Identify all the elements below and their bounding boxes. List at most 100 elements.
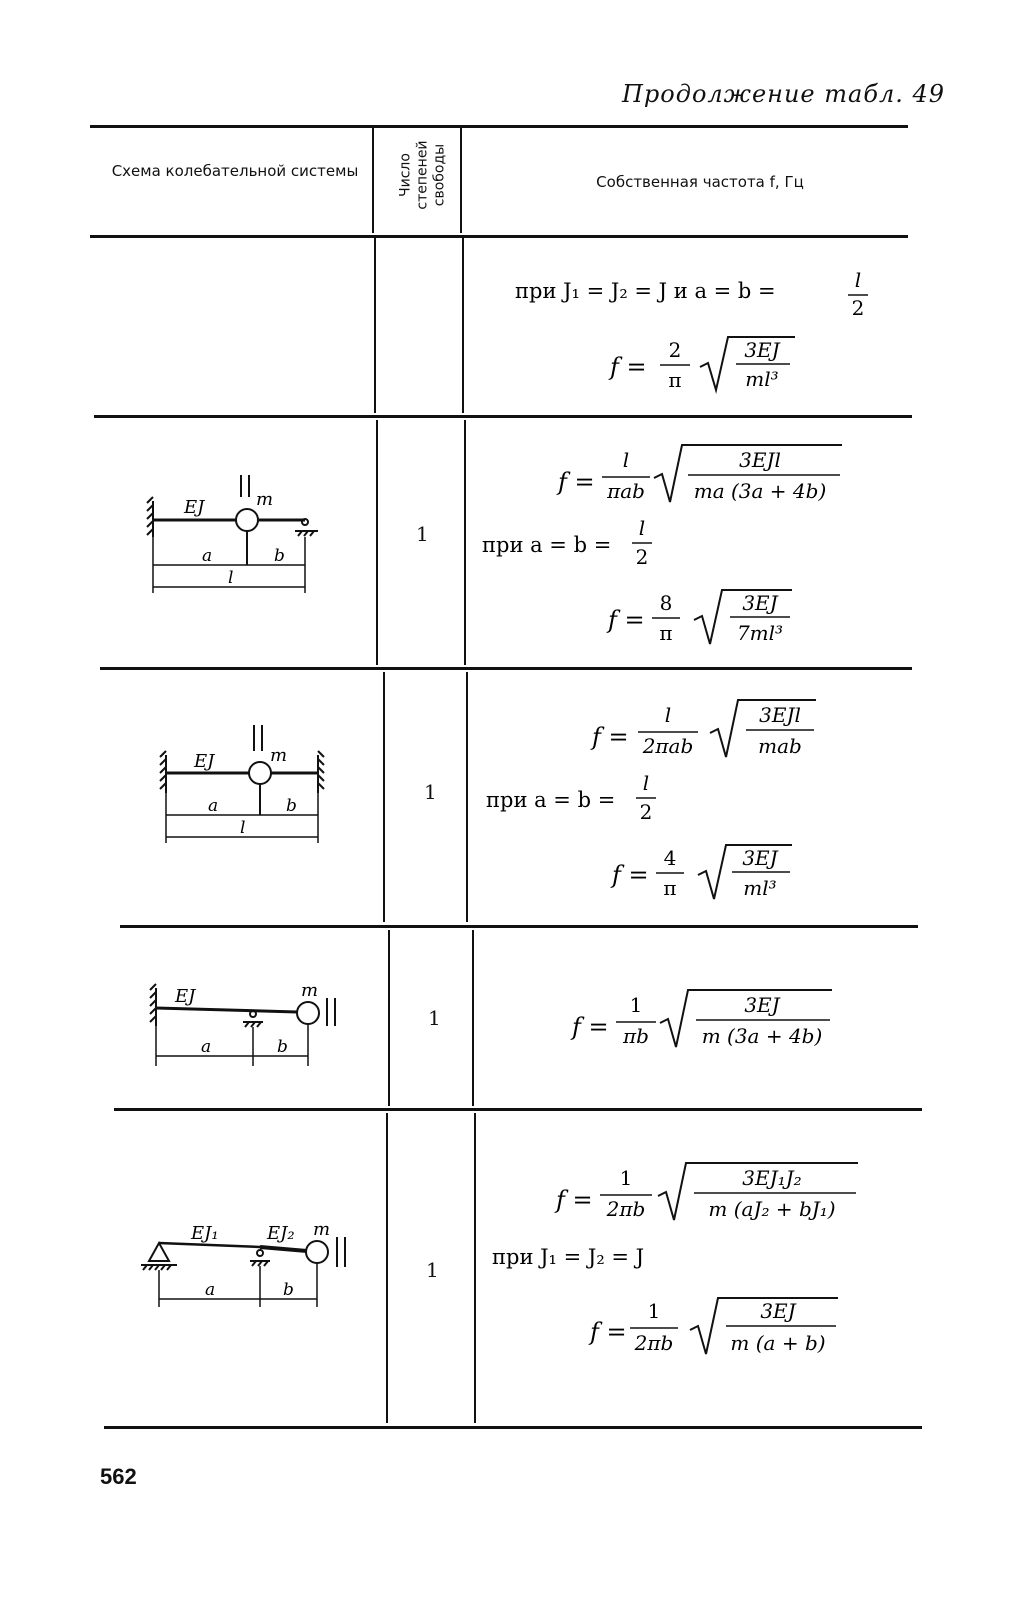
col-divider <box>472 930 474 1106</box>
row4-diagram: EJ₁ EJ₂ m a b <box>141 1219 346 1307</box>
row3-coef-den: πb <box>622 1024 649 1048</box>
col-divider <box>372 128 374 233</box>
row1-ej-label: EJ <box>183 497 206 518</box>
svg-text:f =: f = <box>610 861 649 889</box>
row2-cond-den: 2 <box>640 800 653 824</box>
row2-m-label: m <box>270 745 287 766</box>
row1-l-label: l <box>228 568 233 588</box>
col-divider <box>462 238 464 413</box>
row2-l-label: l <box>240 818 245 838</box>
row2-coef-den: 2πab <box>642 734 694 758</box>
row1-coef-num: l <box>623 448 629 472</box>
row2-rad2-den: ml³ <box>743 876 776 900</box>
row1-coef2-den: π <box>659 621 672 645</box>
row2-rad-den: mab <box>758 734 802 758</box>
header-frequency: Собственная частота f, Гц <box>596 173 804 191</box>
svg-text:f =: f = <box>608 353 647 381</box>
svg-text:f =: f = <box>554 1186 593 1214</box>
row4-coef-den: 2πb <box>606 1197 646 1221</box>
row4-condition: при J₁ = J₂ = J <box>492 1245 644 1269</box>
row1-a-label: a <box>202 546 212 566</box>
row2-rad-num: 3EJl <box>759 703 801 727</box>
row3-m-label: m <box>301 980 318 1001</box>
row0-rad-num: 3EJ <box>744 338 780 362</box>
row3-formulas: f = 1 πb 3EJ m (3a + 4b) <box>570 989 832 1048</box>
continuation-caption: Продолжение табл. 49 <box>622 80 946 108</box>
row0-coef-num: 2 <box>669 338 682 362</box>
row3-coef-num: 1 <box>630 993 643 1017</box>
row1-cond-num: l <box>639 516 645 540</box>
row1-cond-den: 2 <box>636 545 649 569</box>
col-divider <box>474 1113 476 1423</box>
row1-rad2-den: 7ml³ <box>737 621 783 645</box>
row3-dof: 1 <box>428 1006 441 1030</box>
row4-coef-num: 1 <box>620 1166 633 1190</box>
row1-diagram: EJ m a b l <box>146 475 318 593</box>
row3-rad-num: 3EJ <box>744 993 780 1017</box>
row2-coef2-num: 4 <box>664 846 677 870</box>
svg-text:f =: f = <box>606 606 645 634</box>
col-divider <box>460 128 462 233</box>
page-number: 562 <box>100 1464 137 1489</box>
row1-rad-num: 3EJl <box>739 448 781 472</box>
row2-rad2-num: 3EJ <box>742 846 778 870</box>
row0-cond-num: l <box>855 268 861 292</box>
row-rule <box>120 925 918 928</box>
col-divider <box>376 420 378 665</box>
svg-text:f =: f = <box>588 1318 627 1346</box>
row1-coef-den: πab <box>606 479 645 503</box>
header-scheme: Схема колебательной системы <box>111 162 359 180</box>
row4-rad-num: 3EJ₁J₂ <box>742 1166 801 1190</box>
col-divider <box>388 930 390 1106</box>
row3-ej-label: EJ <box>174 986 197 1007</box>
header-bottom-rule <box>90 235 908 238</box>
row-rule <box>94 415 912 418</box>
col-divider <box>383 672 385 922</box>
row1-rad2-num: 3EJ <box>742 591 778 615</box>
row0-coef-den: π <box>668 368 681 392</box>
row-rule <box>100 667 912 670</box>
row0-cond-den: 2 <box>852 296 865 320</box>
row3-b-label: b <box>277 1037 288 1057</box>
row2-ej-label: EJ <box>193 751 216 772</box>
svg-text:f =: f = <box>590 723 629 751</box>
row2-dof: 1 <box>424 780 437 804</box>
row2-formulas: f = l 2πab 3EJl mab при a = b = l 2 f = … <box>486 699 816 900</box>
col-divider <box>374 238 376 413</box>
table-bottom-rule <box>104 1426 922 1429</box>
row4-rad2-den: m (a + b) <box>730 1331 825 1355</box>
row4-coef2-num: 1 <box>648 1299 661 1323</box>
row2-coef2-den: π <box>663 876 676 900</box>
row4-rad2-num: 3EJ <box>760 1299 796 1323</box>
row1-coef2-num: 8 <box>660 591 673 615</box>
row4-ej2-label: EJ₂ <box>266 1223 295 1244</box>
row1-b-label: b <box>274 546 285 566</box>
row2-b-label: b <box>286 796 297 816</box>
row4-coef2-den: 2πb <box>634 1331 674 1355</box>
row1-condition: при a = b = <box>482 533 611 557</box>
col-divider <box>464 420 466 665</box>
svg-text:f =: f = <box>556 468 595 496</box>
row2-condition: при a = b = <box>486 788 615 812</box>
row0-rad-den: ml³ <box>745 367 778 391</box>
col-divider <box>386 1113 388 1423</box>
row2-a-label: a <box>208 796 218 816</box>
row2-coef-num: l <box>665 703 671 727</box>
row2-diagram: EJ m a b l <box>159 725 325 843</box>
row4-rad-den: m (aJ₂ + bJ₁) <box>708 1197 835 1221</box>
row4-a-label: a <box>205 1280 215 1300</box>
row1-m-label: m <box>256 489 273 510</box>
col-divider <box>466 672 468 922</box>
row1-rad-den: ma (3a + 4b) <box>694 479 827 503</box>
row-rule <box>114 1108 922 1111</box>
row2-cond-num: l <box>643 771 649 795</box>
row4-m-label: m <box>313 1219 330 1240</box>
row4-formulas: f = 1 2πb 3EJ₁J₂ m (aJ₂ + bJ₁) при J₁ = … <box>492 1162 858 1355</box>
row4-b-label: b <box>283 1280 294 1300</box>
row0-formulas: при J₁ = J₂ = J и a = b = l 2 f = 2 π 3E… <box>515 268 868 394</box>
row1-formulas: f = l πab 3EJl ma (3a + 4b) при a = b = … <box>482 444 842 645</box>
row3-rad-den: m (3a + 4b) <box>702 1024 823 1048</box>
svg-text:f =: f = <box>570 1013 609 1041</box>
row0-condition: при J₁ = J₂ = J и a = b = <box>515 279 776 303</box>
row4-ej1-label: EJ₁ <box>190 1223 219 1244</box>
